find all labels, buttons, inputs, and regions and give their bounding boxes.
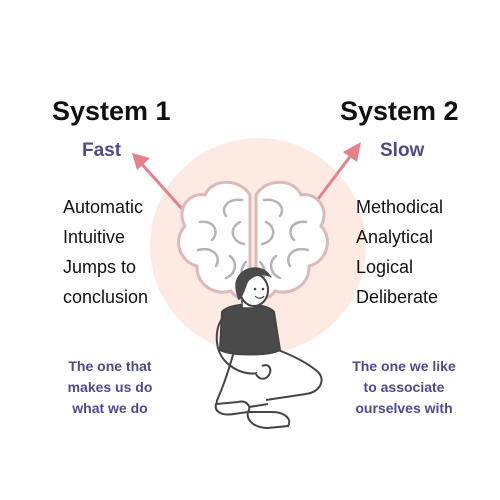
system1-speed-label: Fast: [82, 140, 122, 161]
system2-description-line: The one we like: [352, 358, 456, 374]
system1-trait: conclusion: [63, 287, 149, 307]
system2-description-line: to associate: [363, 379, 445, 395]
system1-trait: Automatic: [63, 197, 144, 217]
system2-title: System 2: [340, 96, 459, 126]
arrow-right-icon: [310, 142, 361, 209]
system2-trait: Logical: [356, 257, 414, 277]
person-illustration: [214, 267, 323, 430]
system1-trait: Intuitive: [63, 227, 126, 247]
system1-title: System 1: [52, 96, 171, 126]
system2-traits-list: Methodical Analytical Logical Deliberate: [356, 192, 443, 312]
system2-trait: Methodical: [356, 197, 444, 217]
system1-description: The one that makes us do what we do: [50, 356, 170, 419]
system1-trait: Jumps to: [63, 257, 137, 277]
system2-trait: Deliberate: [356, 287, 439, 307]
system1-description-line: makes us do: [67, 379, 153, 395]
system1-traits-list: Automatic Intuitive Jumps to conclusion: [63, 192, 148, 312]
system1-description-line: what we do: [72, 400, 148, 416]
arrow-left-icon: [132, 153, 185, 212]
system2-description-line: ourselves with: [355, 400, 453, 416]
system1-description-line: The one that: [68, 358, 152, 374]
system2-speed-label: Slow: [380, 140, 425, 161]
brain-icon: [177, 180, 329, 300]
system2-trait: Analytical: [356, 227, 434, 247]
system2-description: The one we like to associate ourselves w…: [338, 356, 470, 419]
